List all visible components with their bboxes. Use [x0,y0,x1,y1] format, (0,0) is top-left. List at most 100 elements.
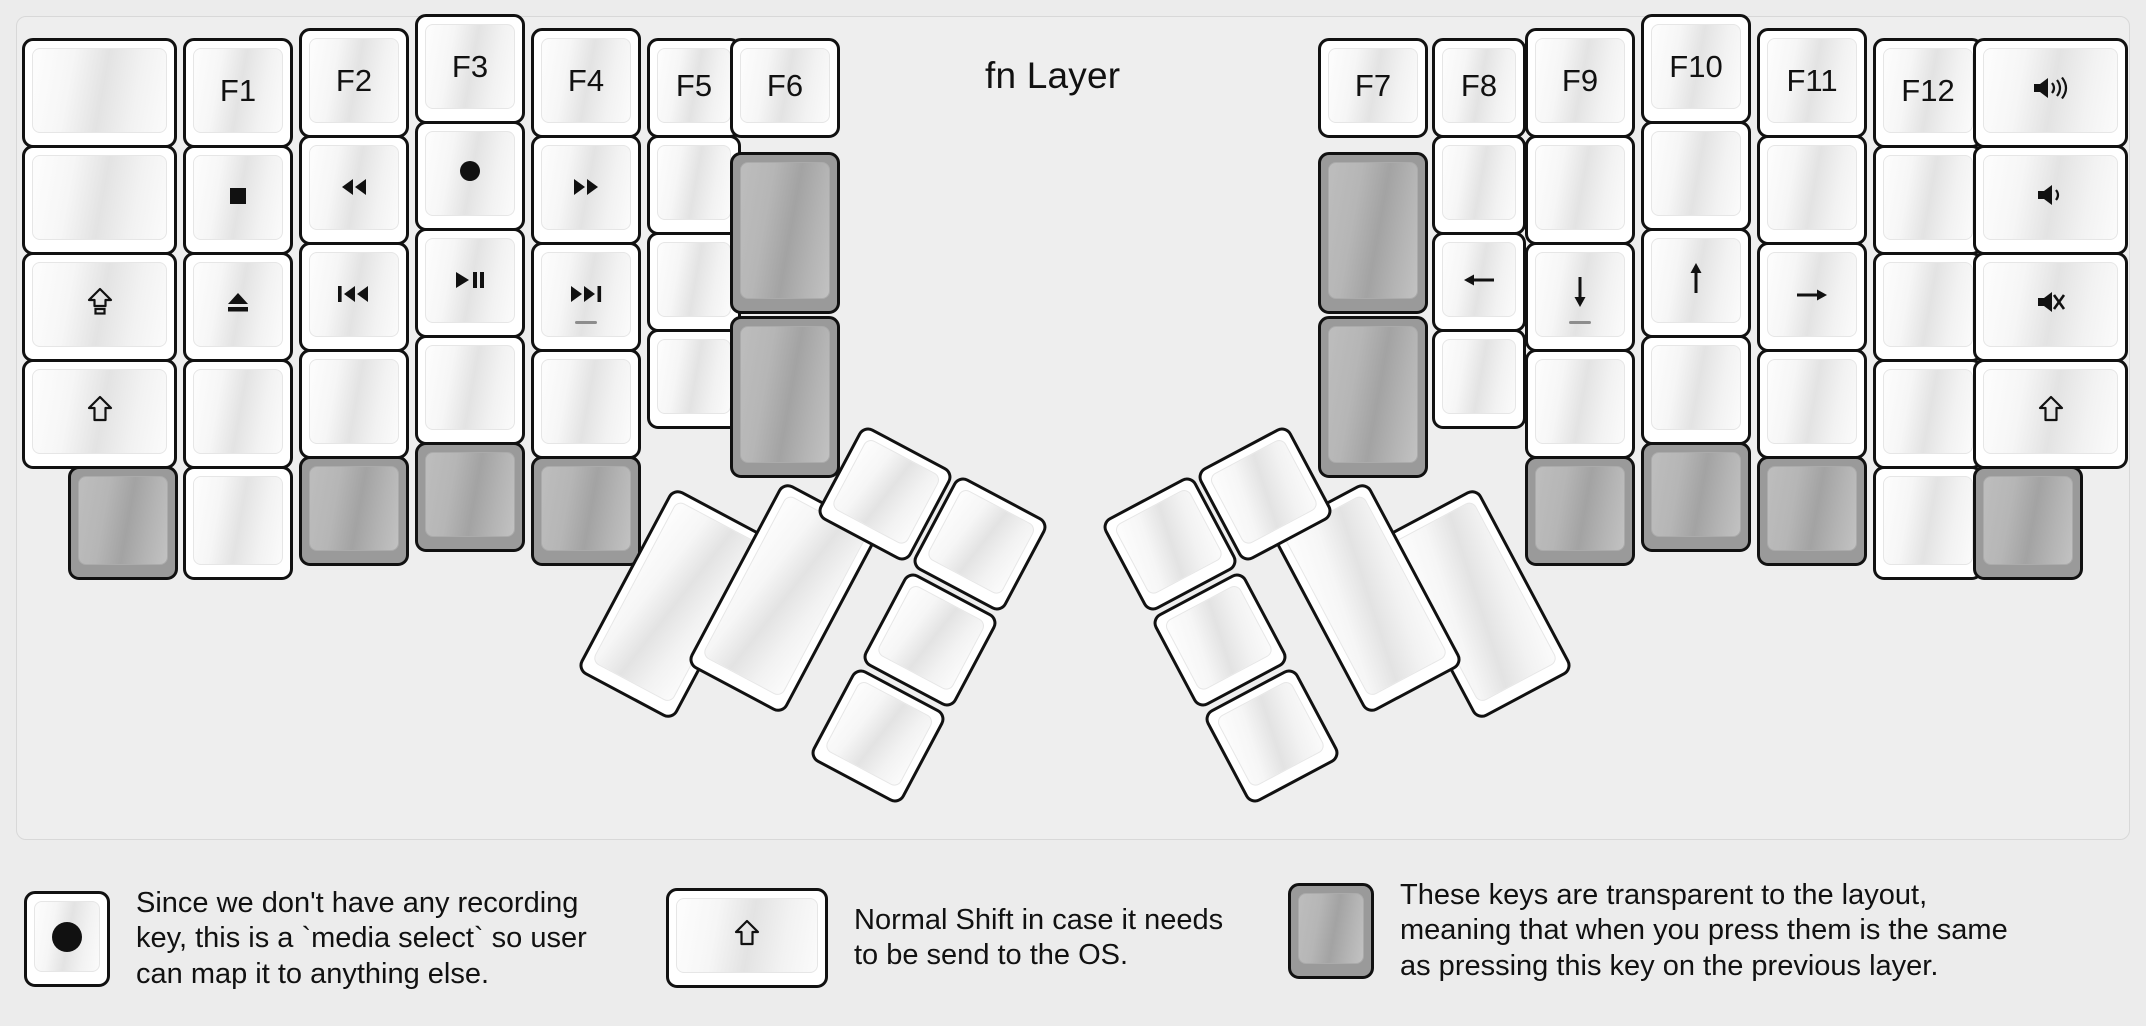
key-right-inner1-2[interactable] [1432,135,1526,235]
keycap [657,242,731,317]
keycap [309,145,399,230]
keycap [541,145,631,230]
keycap [193,155,283,240]
key-left-pinky-5[interactable] [183,466,293,580]
key-right-ring-2[interactable] [1757,135,1867,245]
key-left-outer-transparent[interactable] [68,466,178,580]
key-left-middle-record[interactable] [415,121,525,231]
keycap: F2 [309,38,399,123]
key-left-inner1-4[interactable] [647,329,741,429]
key-left-ring-rewind[interactable] [299,135,409,245]
key-left-pinky-eject[interactable] [183,252,293,362]
key-left-outer-caps-lock[interactable] [22,252,177,362]
record-icon [457,158,483,189]
key-left-ring-4[interactable] [299,349,409,459]
key-right-index-arrow-down[interactable] [1525,242,1635,352]
key-left-middle-4[interactable] [415,335,525,445]
key-right-index-f9[interactable]: F9 [1525,28,1635,138]
key-right-middle-f10[interactable]: F10 [1641,14,1751,124]
keycap [1535,359,1625,444]
key-left-index-next-track[interactable] [531,242,641,352]
key-label: F11 [1786,63,1838,98]
key-left-outer-2[interactable] [22,145,177,255]
keycap [1328,162,1418,299]
keycap [1883,155,1973,240]
keycap [1767,252,1857,337]
legend-text-record: Since we don't have any recording key, t… [136,887,587,990]
key-left-pinky-4[interactable] [183,359,293,469]
record-icon [52,921,82,952]
legend-item-shift: Normal Shift in case it needs to be send… [666,888,1223,988]
keycap [541,359,631,444]
legend-item-record: Since we don't have any recording key, t… [24,886,587,992]
keycap [32,155,167,240]
key-left-ring-f2[interactable]: F2 [299,28,409,138]
key-left-inner2-transparent-1[interactable] [730,152,840,314]
arrow-down-icon [1569,274,1591,316]
key-right-middle-arrow-up[interactable] [1641,228,1751,338]
key-right-middle-transparent[interactable] [1641,442,1751,552]
key-right-inner2-transparent-2[interactable] [1318,316,1428,478]
key-right-inner1-4[interactable] [1432,329,1526,429]
keycap: F5 [657,48,731,123]
keycap [1442,145,1516,220]
key-left-ring-transparent[interactable] [299,456,409,566]
key-left-index-transparent[interactable] [531,456,641,566]
key-right-index-transparent[interactable] [1525,456,1635,566]
key-right-inner2-transparent-1[interactable] [1318,152,1428,314]
key-left-middle-play-pause[interactable] [415,228,525,338]
key-right-outer-volume-up[interactable] [1973,38,2128,148]
key-right-middle-4[interactable] [1641,335,1751,445]
key-left-pinky-f1[interactable]: F1 [183,38,293,148]
keycap [1442,339,1516,414]
keycap [1651,131,1741,216]
key-right-ring-4[interactable] [1757,349,1867,459]
key-right-inner1-arrow-left[interactable] [1432,232,1526,332]
key-left-inner2-transparent-2[interactable] [730,316,840,478]
key-left-pinky-stop[interactable] [183,145,293,255]
key-right-ring-f11[interactable]: F11 [1757,28,1867,138]
key-left-outer-shift[interactable] [22,359,177,469]
key-right-index-4[interactable] [1525,349,1635,459]
key-left-index-4[interactable] [531,349,641,459]
key-right-pinky-5[interactable] [1873,466,1983,580]
key-left-middle-f3[interactable]: F3 [415,14,525,124]
key-right-middle-2[interactable] [1641,121,1751,231]
keycap [657,145,731,220]
key-left-inner1-3[interactable] [647,232,741,332]
keycap: F7 [1328,48,1418,123]
key-right-ring-transparent[interactable] [1757,456,1867,566]
keycap [1328,326,1418,463]
legend-item-transparent: These keys are transparent to the layout… [1288,878,2008,984]
key-left-index-fast-forward[interactable] [531,135,641,245]
key-right-outer-shift[interactable] [1973,359,2128,469]
keycap [1767,145,1857,230]
key-right-pinky-2[interactable] [1873,145,1983,255]
key-right-pinky-f12[interactable]: F12 [1873,38,1983,148]
key-left-index-f4[interactable]: F4 [531,28,641,138]
key-right-pinky-3[interactable] [1873,252,1983,362]
key-right-index-2[interactable] [1525,135,1635,245]
key-left-outer-1[interactable] [22,38,177,148]
key-right-outer-transparent[interactable] [1973,466,2083,580]
key-left-middle-transparent[interactable] [415,442,525,552]
key-right-ring-arrow-right[interactable] [1757,242,1867,352]
key-left-ring-prev-track[interactable] [299,242,409,352]
keycap [425,238,515,323]
mute-icon [2035,289,2067,320]
key-right-pinky-4[interactable] [1873,359,1983,469]
keycap [1767,359,1857,444]
key-left-inner1-f5[interactable]: F5 [647,38,741,138]
homing-bar [1569,321,1591,324]
keycap [1651,238,1741,323]
keycap [1535,252,1625,337]
key-right-outer-volume-down[interactable] [1973,145,2128,255]
keycap [1983,48,2118,133]
key-right-inner2-f7[interactable]: F7 [1318,38,1428,138]
key-right-inner1-f8[interactable]: F8 [1432,38,1526,138]
keycap [1983,262,2118,347]
key-label: F1 [219,73,257,108]
key-left-inner2-f6[interactable]: F6 [730,38,840,138]
key-right-outer-mute[interactable] [1973,252,2128,362]
key-left-inner1-2[interactable] [647,135,741,235]
